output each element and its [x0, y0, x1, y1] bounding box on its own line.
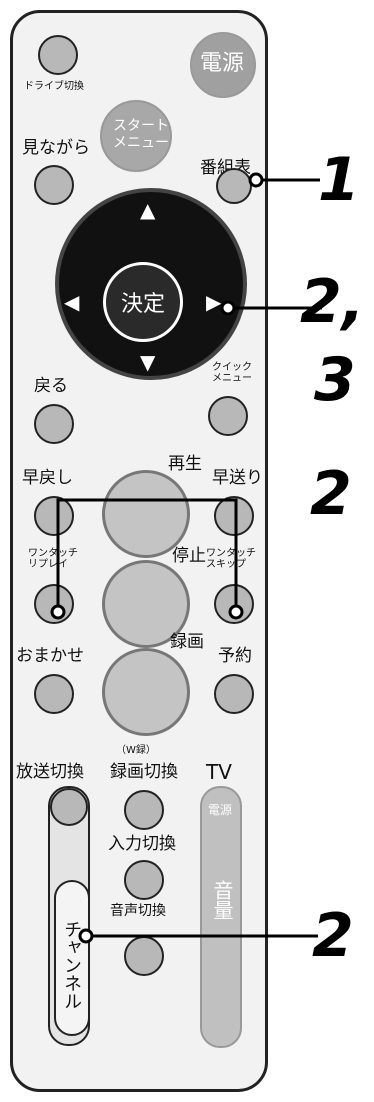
callout-dot-channel — [78, 928, 94, 944]
input-button[interactable] — [124, 860, 164, 900]
step-number-channel: 2 — [312, 901, 354, 971]
w-rec-label: （W録） — [116, 745, 156, 756]
replay-label: ワンタッチ リプレイ — [28, 548, 78, 570]
back-label: 戻る — [34, 376, 68, 396]
step-number-ok: 2, — [300, 267, 365, 337]
tv-label: TV — [206, 760, 232, 784]
drive-switch-label: ドライブ切換 — [24, 81, 84, 92]
ffwd-label: 早送り — [212, 468, 263, 488]
play-label: 再生 — [168, 454, 202, 474]
epg-button[interactable] — [216, 168, 252, 204]
broadcast-button[interactable] — [50, 788, 88, 826]
right-arrow-icon[interactable]: ▶ — [206, 290, 222, 314]
left-arrow-icon[interactable]: ◀ — [64, 290, 80, 314]
audio-button[interactable] — [124, 936, 164, 976]
callout-dot-epg — [248, 172, 264, 188]
play-button[interactable] — [102, 470, 190, 558]
rec-switch-label: 録画切換 — [110, 762, 178, 782]
omakase-label: おまかせ — [16, 646, 84, 666]
rewind-button[interactable] — [34, 496, 74, 536]
drive-switch-button[interactable] — [38, 35, 78, 75]
skip-label: ワンタッチ スキップ — [206, 548, 256, 570]
tv-rail — [200, 786, 242, 1048]
record-button[interactable] — [102, 648, 190, 736]
up-arrow-icon[interactable]: ▲ — [140, 198, 156, 222]
audio-label: 音声切換 — [110, 903, 166, 919]
stop-label: 停止 — [172, 546, 206, 566]
quick-menu-button[interactable] — [208, 396, 248, 436]
tv-power-label[interactable]: 電源 — [208, 803, 233, 817]
rewind-label: 早戻し — [22, 468, 73, 488]
power-label: 電源 — [200, 51, 245, 76]
ffwd-button[interactable] — [214, 496, 254, 536]
channel-label: チャンネル — [61, 920, 82, 1010]
step-number-epg: 1 — [318, 145, 360, 215]
quick-menu-label: クイック メニュー — [212, 362, 252, 384]
callout-dot-replay — [50, 604, 66, 620]
callout-dot-skip — [228, 604, 244, 620]
start-menu-button[interactable] — [100, 100, 172, 172]
channel-rocker[interactable] — [54, 880, 90, 1036]
back-button[interactable] — [34, 404, 74, 444]
input-label: 入力切換 — [108, 834, 176, 854]
step-number-replay-skip: 2 — [310, 459, 352, 529]
volume-label[interactable]: 音量 — [210, 880, 234, 920]
stop-button[interactable] — [102, 560, 190, 648]
down-arrow-icon[interactable]: ▼ — [140, 350, 156, 374]
callout-line-replay-skip — [56, 498, 238, 612]
ok-button[interactable]: 決定 — [103, 262, 183, 342]
reserve-label: 予約 — [218, 646, 252, 666]
rec-switch-button[interactable] — [124, 790, 164, 830]
nagara-label: 見ながら — [22, 138, 90, 158]
record-label: 録画 — [170, 632, 204, 652]
callout-dot-ok — [220, 300, 236, 316]
broadcast-label: 放送切換 — [16, 762, 84, 782]
omakase-button[interactable] — [34, 674, 74, 714]
nagara-button[interactable] — [34, 165, 74, 205]
start-menu-label: スタート メニュー — [113, 118, 169, 151]
power-button[interactable] — [190, 32, 256, 98]
reserve-button[interactable] — [214, 674, 254, 714]
step-number-ok-b: 3 — [314, 345, 356, 415]
